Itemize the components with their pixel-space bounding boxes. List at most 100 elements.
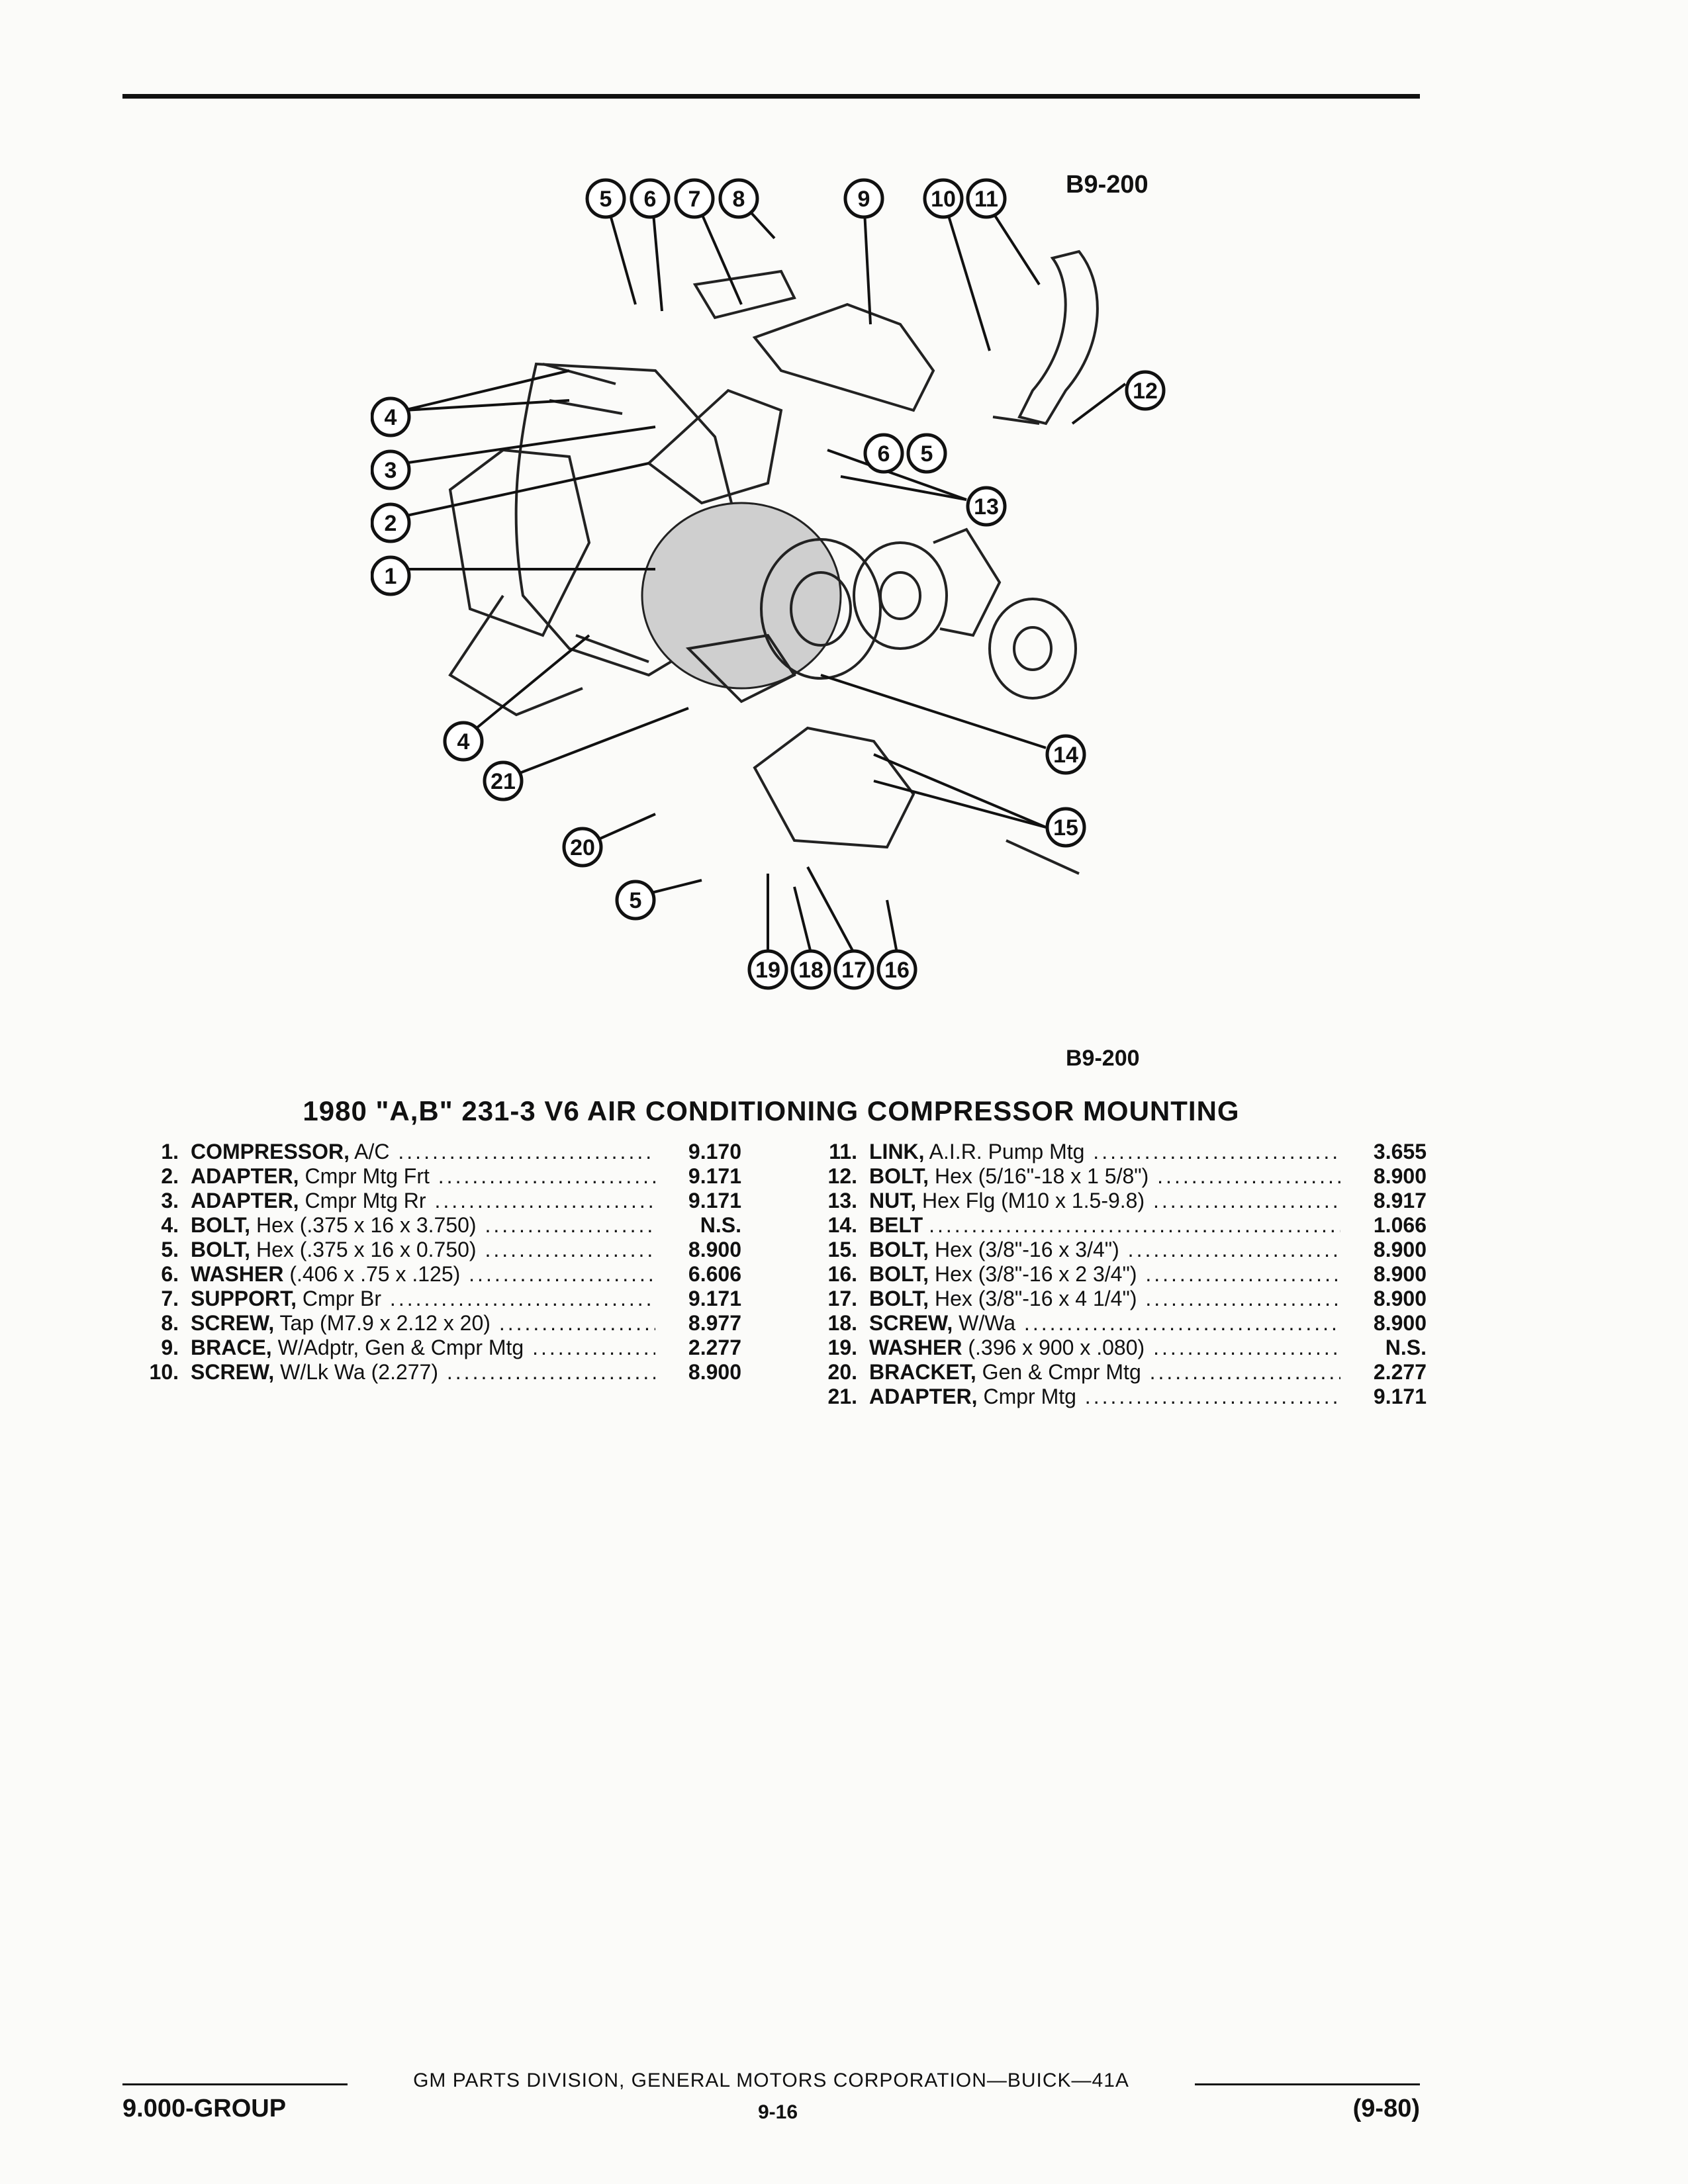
part-detail: A/C: [354, 1140, 390, 1163]
part-number: 14.: [827, 1213, 857, 1237]
svg-text:4: 4: [385, 405, 397, 430]
callout-6-mid: 6: [863, 433, 904, 474]
callout-15: 15: [1045, 807, 1086, 848]
part-name: COMPRESSOR,: [191, 1140, 350, 1163]
svg-text:12: 12: [1133, 379, 1158, 404]
callout-3: 3: [371, 449, 411, 490]
part-name: ADAPTER,: [869, 1385, 978, 1408]
parts-row: 17.BOLT, Hex (3/8"-16 x 4 1/4") ........…: [791, 1287, 1427, 1311]
part-number: 7.: [161, 1287, 179, 1310]
svg-text:9: 9: [858, 187, 870, 212]
callout-12: 12: [1125, 370, 1166, 411]
part-detail: (.406 x .75 x .125): [289, 1262, 461, 1286]
part-description: SUPPORT, Cmpr Br .......................…: [191, 1287, 655, 1311]
part-name: BOLT,: [869, 1262, 929, 1286]
group-number: 9.171: [688, 1164, 741, 1188]
parts-row: 11. LINK, A.I.R. Pump Mtg ...............…: [791, 1140, 1427, 1164]
part-detail: W/Lk Wa (2.277): [280, 1360, 438, 1384]
group-number: 9.171: [688, 1287, 741, 1310]
group-number: N.S.: [1385, 1336, 1427, 1359]
part-name: BELT: [869, 1213, 923, 1237]
part-number: 18.: [827, 1311, 857, 1335]
part-description: BOLT, Hex (3/8"-16 x 2 3/4") ...........…: [869, 1262, 1340, 1287]
footer-rule-left: [122, 2083, 348, 2085]
group-number: 8.900: [1373, 1238, 1427, 1261]
parts-list-right: 11. LINK, A.I.R. Pump Mtg ...............…: [791, 1140, 1427, 1409]
part-detail: Hex (.375 x 16 x 0.750): [256, 1238, 477, 1261]
group-number: 9.171: [688, 1189, 741, 1212]
callout-17: 17: [833, 949, 874, 990]
part-description: WASHER (.396 x 900 x .080) .............…: [869, 1336, 1340, 1360]
callout-5-top: 5: [585, 178, 626, 219]
svg-text:21: 21: [491, 769, 516, 794]
svg-text:4: 4: [457, 729, 470, 754]
leader-dots: ........................................…: [485, 1213, 655, 1237]
part-number: 12.: [827, 1164, 857, 1188]
part-name: BOLT,: [869, 1287, 929, 1310]
part-detail: A.I.R. Pump Mtg: [929, 1140, 1085, 1163]
part-description: BOLT, Hex (.375 x 16 x 3.750) ..........…: [191, 1213, 655, 1238]
callout-6-top: 6: [630, 178, 671, 219]
callout-5-mid: 5: [906, 433, 947, 474]
part-name: LINK,: [869, 1140, 925, 1163]
part-number: 1.: [161, 1140, 179, 1163]
part-number: 8.: [161, 1311, 179, 1335]
svg-text:19: 19: [755, 958, 780, 983]
leader-dots: ........................................…: [1149, 1360, 1340, 1384]
svg-text:5: 5: [600, 187, 612, 212]
svg-text:18: 18: [798, 958, 823, 983]
footer-rule-right: [1195, 2083, 1420, 2085]
figure-code-bottom: B9-200: [1066, 1046, 1140, 1071]
part-detail: Hex Flg (M10 x 1.5-9.8): [922, 1189, 1145, 1212]
part-detail: Cmpr Mtg Frt: [305, 1164, 430, 1188]
footer-publisher: GM PARTS DIVISION, GENERAL MOTORS CORPOR…: [413, 2070, 1129, 2091]
part-number: 6.: [161, 1262, 179, 1286]
part-detail: Cmpr Mtg: [983, 1385, 1076, 1408]
svg-text:5: 5: [630, 888, 642, 913]
part-name: SCREW,: [869, 1311, 953, 1335]
svg-text:6: 6: [644, 187, 657, 212]
svg-text:20: 20: [570, 835, 595, 860]
parts-row: 14. BELT ................................…: [791, 1213, 1427, 1238]
callout-16: 16: [876, 949, 917, 990]
part-detail: W/Wa: [959, 1311, 1016, 1335]
group-number: 8.900: [1373, 1287, 1427, 1310]
parts-row: 5.BOLT, Hex (.375 x 16 x 0.750) ........…: [113, 1238, 741, 1262]
exploded-diagram: 5 6 7 8 9 10 11 12 6 5 13 4 3 2 1 4 14 2…: [371, 178, 1166, 990]
leader-dots: ........................................…: [1084, 1385, 1340, 1408]
svg-text:10: 10: [931, 187, 956, 212]
callout-13: 13: [966, 486, 1007, 527]
group-number: 8.900: [1373, 1311, 1427, 1335]
group-number: 1.066: [1373, 1213, 1427, 1237]
part-description: BOLT, Hex (3/8"-16 x 3/4") .............…: [869, 1238, 1340, 1262]
group-number: 8.977: [688, 1311, 741, 1335]
part-detail: Tap (M7.9 x 2.12 x 20): [279, 1311, 491, 1335]
parts-row: 19.WASHER (.396 x 900 x .080) ..........…: [791, 1336, 1427, 1360]
group-number: 6.606: [688, 1262, 741, 1286]
parts-row: 10.SCREW, W/Lk Wa (2.277) ..............…: [113, 1360, 741, 1385]
group-number: 8.917: [1373, 1189, 1427, 1212]
part-detail: W/Adptr, Gen & Cmpr Mtg: [277, 1336, 524, 1359]
part-number: 15.: [827, 1238, 857, 1261]
leader-dots: ........................................…: [1127, 1238, 1340, 1261]
part-number: 20.: [827, 1360, 857, 1384]
part-description: ADAPTER, Cmpr Mtg Frt ..................…: [191, 1164, 655, 1189]
part-description: BOLT, Hex (.375 x 16 x 0.750) ..........…: [191, 1238, 655, 1262]
leader-dots: ........................................…: [1093, 1140, 1340, 1163]
callout-4-bottom: 4: [443, 721, 484, 762]
parts-row: 6.WASHER (.406 x .75 x .125) ...........…: [113, 1262, 741, 1287]
group-number: 3.655: [1373, 1140, 1427, 1163]
part-number: 11.: [829, 1140, 857, 1163]
part-detail: Cmpr Mtg Rr: [305, 1189, 426, 1212]
parts-row: 9.BRACE, W/Adptr, Gen & Cmpr Mtg .......…: [113, 1336, 741, 1360]
part-number: 10.: [149, 1360, 179, 1384]
part-name: WASHER: [869, 1336, 962, 1359]
leader-dots: ........................................…: [1023, 1311, 1340, 1335]
part-detail: Hex (3/8"-16 x 3/4"): [934, 1238, 1119, 1261]
leader-dots: ........................................…: [929, 1213, 1340, 1237]
leader-dots: ........................................…: [438, 1164, 655, 1188]
callout-2: 2: [371, 502, 411, 543]
top-rule: [122, 94, 1420, 99]
part-description: BELT ...................................…: [869, 1213, 1340, 1238]
footer-group: 9.000-GROUP: [122, 2095, 287, 2122]
